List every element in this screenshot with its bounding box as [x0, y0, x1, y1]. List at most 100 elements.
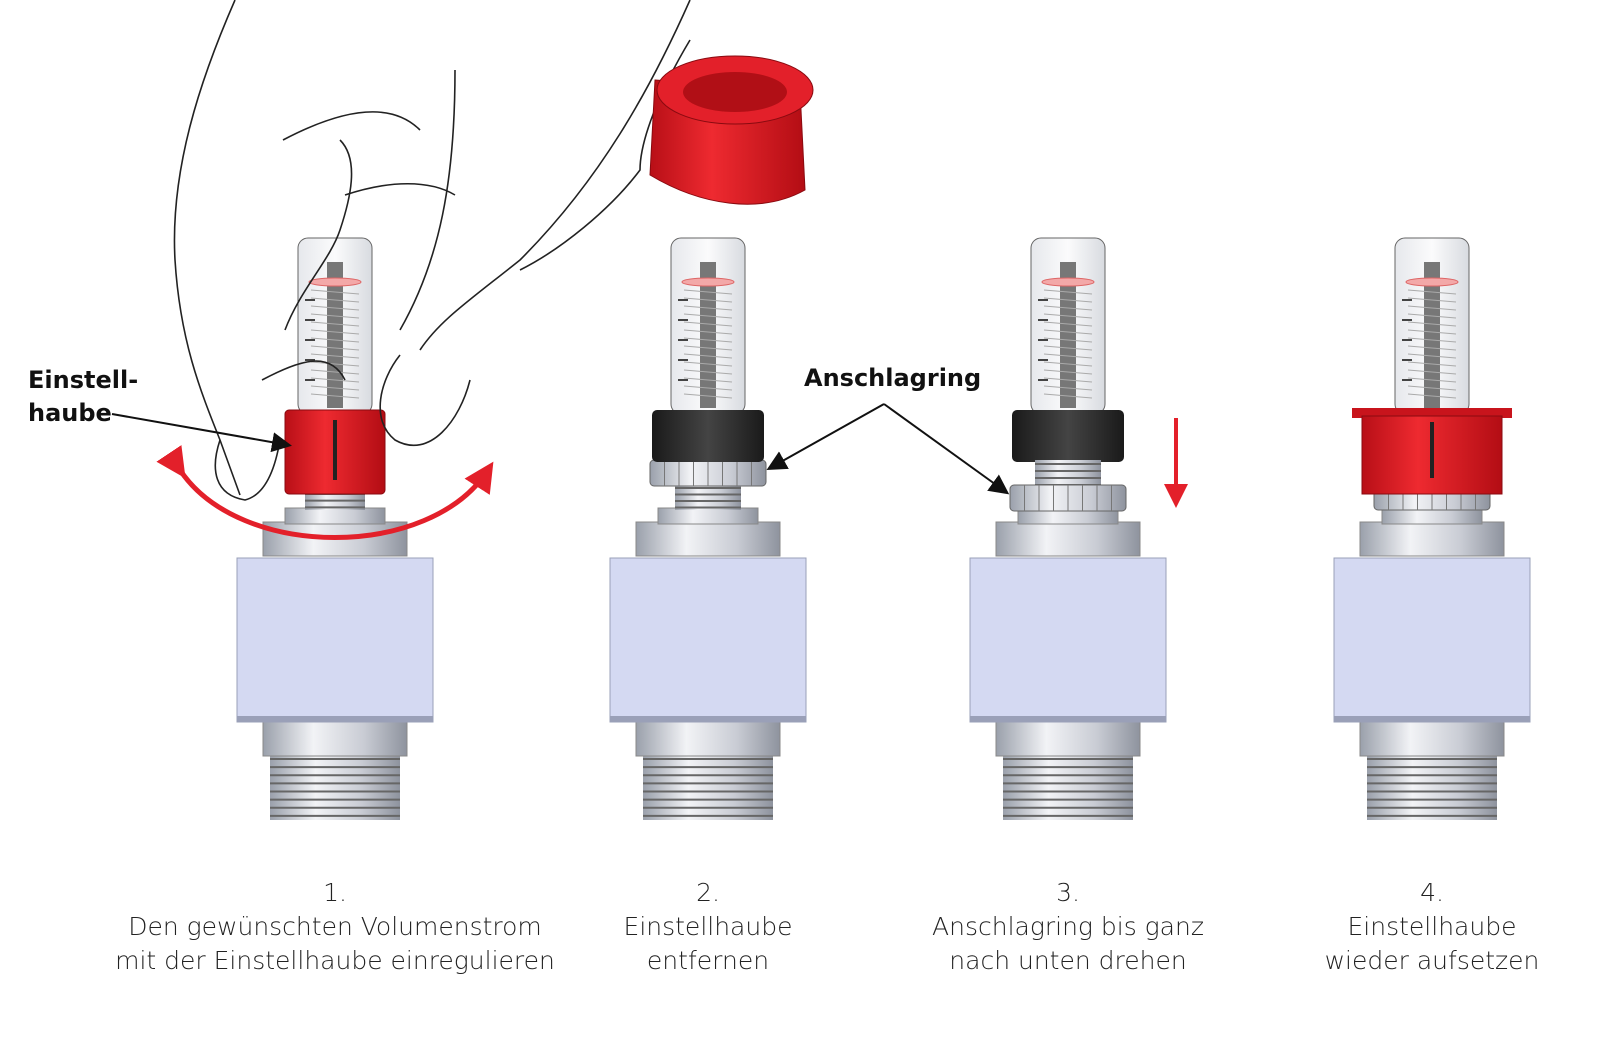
- lower-hex-nut: [995, 721, 1141, 757]
- thread: [1367, 755, 1497, 820]
- black-cap: [652, 410, 764, 462]
- spring-coil: [683, 337, 733, 343]
- step-number: 1.: [323, 878, 347, 907]
- hand-stroke: [282, 111, 421, 141]
- spring-coil: [1043, 385, 1093, 391]
- spring-coil: [1043, 289, 1093, 295]
- red-cap-opening: [683, 72, 787, 112]
- device-step-4: [1333, 237, 1531, 820]
- lower-hex-nut: [635, 721, 781, 757]
- spring-coil: [683, 321, 733, 327]
- spring-coil: [683, 393, 733, 399]
- label-einstellhaube: Einstell- haube: [28, 364, 138, 430]
- step-text: entfernen: [646, 946, 770, 975]
- spring-coil: [683, 353, 733, 359]
- spring-coil: [1407, 337, 1457, 343]
- step-text: Einstellhaube: [1347, 912, 1517, 941]
- spring-coil: [1407, 321, 1457, 327]
- valve-body: [236, 557, 434, 723]
- removed-red-cap: [649, 55, 814, 205]
- cap-marker: [1430, 422, 1434, 478]
- spring-coil: [683, 297, 733, 303]
- spring-coil: [310, 353, 360, 359]
- float-indicator: [308, 277, 362, 287]
- leader-einstellhaube: [111, 413, 292, 453]
- spring-coil: [1043, 305, 1093, 311]
- spring-coil: [1407, 369, 1457, 375]
- upper-hex-nut: [1359, 521, 1505, 557]
- spring-coil: [1407, 377, 1457, 383]
- device-step-2: [609, 237, 807, 820]
- step-text: Einstellhaube: [623, 912, 793, 941]
- leader-anschlagring-3: [883, 403, 1010, 495]
- spring-coil: [310, 369, 360, 375]
- cap-marker: [333, 420, 337, 480]
- spring-coil: [1043, 393, 1093, 399]
- body-edge: [1334, 716, 1530, 722]
- spring-coil: [310, 337, 360, 343]
- body-edge: [610, 716, 806, 722]
- spring-coil: [1407, 361, 1457, 367]
- spring-coil: [1043, 377, 1093, 383]
- label-line: haube: [28, 399, 112, 427]
- float-indicator: [1405, 277, 1459, 287]
- spring-coil: [1407, 353, 1457, 359]
- spring-coil: [683, 361, 733, 367]
- spring-coil: [1407, 345, 1457, 351]
- spring-coil: [1043, 337, 1093, 343]
- washer: [284, 507, 386, 525]
- spring-coil: [310, 297, 360, 303]
- float-indicator: [1041, 277, 1095, 287]
- rotate-arrow: [156, 445, 494, 540]
- hand-stroke: [173, 0, 241, 496]
- spring-coil: [683, 305, 733, 311]
- device-step-3: [969, 237, 1167, 820]
- step-text: nach unten drehen: [949, 946, 1187, 975]
- spring-coil: [683, 289, 733, 295]
- spring-coil: [1407, 297, 1457, 303]
- step-text: wieder aufsetzen: [1324, 946, 1540, 975]
- spring-coil: [1043, 297, 1093, 303]
- thread: [643, 755, 773, 820]
- spring-coil: [310, 345, 360, 351]
- label-line: Einstell-: [28, 366, 139, 394]
- hand-outline: [173, 0, 691, 501]
- hand-stroke: [344, 183, 456, 196]
- step-3-caption: 3. Anschlagring bis ganz nach unten dreh…: [932, 876, 1204, 978]
- step-number: 3.: [1056, 878, 1080, 907]
- hand-stroke: [419, 0, 691, 351]
- step-number: 2.: [696, 878, 720, 907]
- spring-coil: [1407, 329, 1457, 335]
- leader-anschlagring-2: [766, 403, 885, 470]
- hand-stroke: [379, 354, 471, 447]
- spring-coil: [1043, 329, 1093, 335]
- thread: [1003, 755, 1133, 820]
- spring-coil: [1407, 393, 1457, 399]
- body-edge: [237, 716, 433, 722]
- float-indicator: [681, 277, 735, 287]
- lower-hex-nut: [262, 721, 408, 757]
- step-1-caption: 1. Den gewünschten Volumenstrom mit der …: [115, 876, 555, 978]
- lower-hex-nut: [1359, 721, 1505, 757]
- spring-coil: [1407, 385, 1457, 391]
- spring-coil: [310, 313, 360, 319]
- body-edge: [970, 716, 1166, 722]
- spring-coil: [1407, 313, 1457, 319]
- spring-coil: [683, 345, 733, 351]
- spring-coil: [1407, 289, 1457, 295]
- thread: [270, 755, 400, 820]
- spring-coil: [1043, 369, 1093, 375]
- spring-coil: [1043, 313, 1093, 319]
- spring-coil: [310, 393, 360, 399]
- spring-coil: [310, 377, 360, 383]
- valve-body: [1333, 557, 1531, 723]
- upper-hex-nut: [995, 521, 1141, 557]
- label-anschlagring: Anschlagring: [804, 364, 982, 392]
- spring-coil: [683, 329, 733, 335]
- step-2-caption: 2. Einstellhaube entfernen: [624, 876, 793, 978]
- upper-hex-nut: [635, 521, 781, 557]
- hand-stroke: [261, 360, 346, 381]
- step-text: Den gewünschten Volumenstrom: [128, 912, 542, 941]
- valve-body: [969, 557, 1167, 723]
